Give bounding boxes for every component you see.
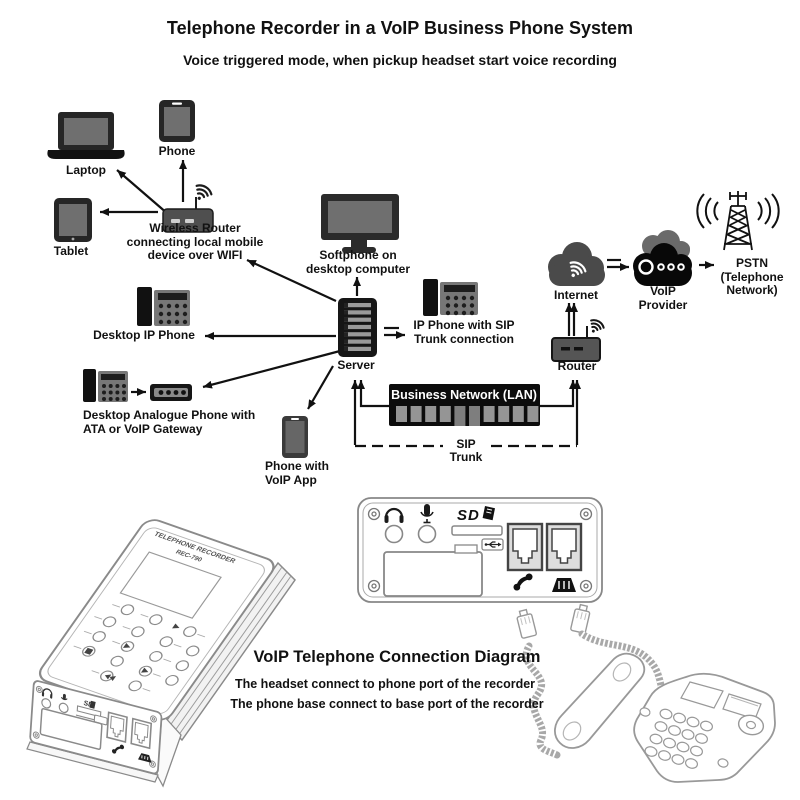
label-router: Router bbox=[557, 359, 597, 373]
headphone-icon bbox=[41, 688, 53, 699]
voip-app-phone-icon bbox=[282, 416, 308, 458]
wireless-router-icon bbox=[162, 184, 214, 233]
label-server: Server bbox=[337, 358, 375, 372]
sd-slot bbox=[76, 705, 102, 718]
arrow-server-to-voip-app bbox=[307, 365, 334, 410]
phone-connection-sketch bbox=[516, 603, 776, 783]
softphone-monitor-icon bbox=[321, 194, 399, 253]
rj11-phone-port bbox=[106, 711, 128, 743]
rj11-plug bbox=[516, 608, 537, 639]
ata-gateway-icon bbox=[150, 384, 192, 401]
recorder-device-sketch: TELEPHONE RECORDER REC-790 bbox=[26, 519, 296, 788]
laptop-icon bbox=[47, 112, 125, 159]
desktop-analogue-phone-icon bbox=[83, 369, 128, 402]
label-phone: Phone bbox=[158, 144, 196, 158]
rj11-plug bbox=[570, 603, 591, 634]
microphone-icon bbox=[60, 693, 68, 701]
desk-phone-base bbox=[633, 672, 776, 783]
label-desktop-ip-phone: Desktop IP Phone bbox=[93, 328, 195, 342]
lan-to-router-link bbox=[540, 380, 577, 408]
phone-base-icon bbox=[552, 578, 576, 592]
label-softphone: Softphone on desktop computer bbox=[305, 248, 410, 276]
microphone-jack bbox=[58, 702, 69, 714]
headphone-icon bbox=[384, 507, 404, 523]
rj11-base-port bbox=[545, 522, 583, 572]
sd-card-icon: SD bbox=[83, 700, 93, 709]
ip-phone-sip-icon bbox=[423, 279, 478, 316]
connection-heading: VoIP Telephone Connection Diagram bbox=[253, 648, 541, 666]
label-wireless-router: Wireless Router connecting local mobile … bbox=[126, 221, 264, 263]
label-phone-voip-app: Phone with VoIP App bbox=[265, 459, 329, 487]
label-pstn: PSTN (Telephone Network) bbox=[720, 256, 784, 298]
wifi-icon bbox=[195, 184, 213, 200]
label-internet: Internet bbox=[553, 288, 599, 302]
page-subtitle: Voice triggered mode, when pickup headse… bbox=[183, 52, 617, 68]
desktop-ip-phone-icon bbox=[137, 287, 190, 326]
label-voip-provider: VoIP Provider bbox=[638, 284, 688, 312]
sd-slot bbox=[451, 525, 503, 536]
connection-note-line1: The headset connect to phone port of the… bbox=[234, 677, 536, 691]
arrow-server-to-wifi-text bbox=[246, 259, 337, 302]
rj11-phone-port bbox=[506, 522, 544, 572]
tablet-icon bbox=[54, 198, 92, 242]
label-tablet: Tablet bbox=[53, 244, 89, 258]
phone-base-icon bbox=[138, 753, 152, 763]
router-icon bbox=[551, 319, 605, 362]
label-ip-phone-sip: IP Phone with SIP Trunk connection bbox=[413, 318, 515, 346]
label-sip-trunk: SIP Trunk bbox=[443, 438, 489, 464]
wifi-icon bbox=[590, 319, 605, 333]
handset-cord bbox=[522, 642, 561, 759]
headphone-jack bbox=[41, 698, 52, 709]
sd-card-glyph bbox=[482, 506, 495, 521]
recorder-display bbox=[119, 551, 222, 619]
connection-note-line2: The phone base connect to base port of t… bbox=[230, 697, 544, 711]
rear-compartment bbox=[383, 551, 483, 597]
telephone-handset bbox=[554, 652, 646, 749]
label-lan: Business Network (LAN) bbox=[391, 388, 537, 402]
usb-icon bbox=[481, 538, 504, 551]
handset-icon bbox=[513, 573, 533, 591]
smartphone-icon bbox=[159, 100, 195, 142]
internet-cloud-icon bbox=[548, 242, 605, 286]
sd-card-icon: SD bbox=[457, 507, 480, 524]
server-icon bbox=[338, 298, 377, 357]
arrow-router-to-laptop bbox=[116, 169, 169, 215]
rj11-base-port bbox=[130, 717, 153, 750]
screw-icon bbox=[367, 507, 593, 593]
voip-provider-cloud-icon bbox=[633, 230, 692, 286]
connector-arrows bbox=[100, 160, 714, 448]
microphone-jack bbox=[417, 524, 437, 544]
lan-to-server-link bbox=[357, 380, 389, 408]
pstn-tower-icon bbox=[696, 191, 780, 251]
arrow-server-to-ata bbox=[202, 349, 341, 389]
lan-bar bbox=[389, 384, 540, 426]
label-desktop-analogue-phone: Desktop Analogue Phone with ATA or VoIP … bbox=[83, 408, 256, 436]
wifi-icon bbox=[569, 261, 587, 277]
recorder-compartment bbox=[39, 707, 103, 750]
recorder-rear-panel: SD bbox=[357, 497, 603, 603]
headphone-jack bbox=[384, 524, 404, 544]
handset-icon bbox=[111, 744, 125, 754]
page-title: Telephone Recorder in a VoIP Business Ph… bbox=[166, 18, 634, 38]
microphone-icon bbox=[420, 504, 434, 524]
label-laptop: Laptop bbox=[66, 163, 106, 177]
